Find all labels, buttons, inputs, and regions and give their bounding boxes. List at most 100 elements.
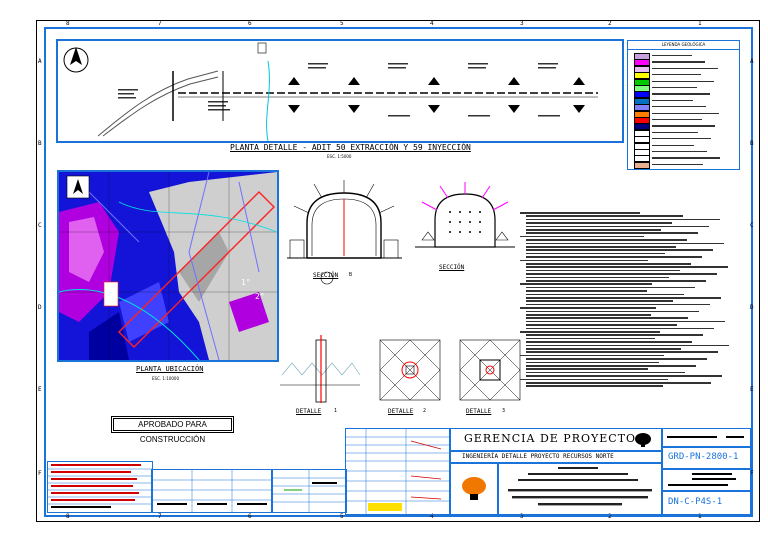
- legend-text-stroke: [652, 99, 693, 101]
- column-number: 7: [158, 513, 162, 520]
- note-text-stroke: [526, 222, 672, 224]
- legend-row: [634, 59, 734, 67]
- note-text-stroke: [520, 378, 668, 381]
- code-top-cell: GRD-PN-2800-1: [661, 446, 751, 470]
- approved-for-construction-stamp: APROBADO PARA CONSTRUCCIÓN: [111, 416, 234, 444]
- note-text-stroke: [526, 297, 721, 299]
- legend-text-stroke: [652, 106, 706, 108]
- note-text-stroke: [526, 320, 725, 323]
- note-text-stroke: [526, 280, 706, 282]
- row-letter: E: [38, 386, 42, 393]
- detail-2-number: 2: [423, 408, 427, 414]
- drawing-title-cell: [497, 462, 663, 515]
- detail-2-label: DETALLE: [388, 408, 414, 415]
- location-map-drawing: [59, 172, 277, 360]
- north-arrow-icon: [63, 47, 89, 73]
- note-text-stroke: [520, 283, 652, 285]
- plan-detail-view: [56, 39, 624, 143]
- note-text-stroke: [526, 365, 696, 367]
- note-text-stroke: [526, 368, 648, 370]
- location-scale: ESC. 1:10000: [152, 376, 180, 381]
- note-text-stroke: [520, 235, 644, 238]
- note-text-stroke: [526, 382, 711, 384]
- legend-text-stroke: [652, 61, 705, 63]
- legend-text-stroke: [652, 93, 710, 95]
- location-title: PLANTA UBICACIÓN: [136, 365, 204, 373]
- revision-table: [47, 461, 153, 513]
- note-text-stroke: [526, 324, 677, 326]
- note-text-stroke: [526, 229, 661, 231]
- note-text-stroke: [526, 232, 698, 234]
- reference-table: [151, 469, 273, 513]
- note-text-stroke: [526, 239, 687, 241]
- project-line-row: INGENIERÍA DETALLE PROYECTO RECURSOS NOR…: [449, 450, 663, 464]
- legend-row: [634, 85, 734, 92]
- legend-text-stroke: [652, 138, 711, 140]
- code-top: GRD-PN-2800-1: [668, 452, 739, 462]
- note-text-stroke: [526, 242, 724, 245]
- legend-text-stroke: [652, 157, 720, 159]
- column-number: 3: [520, 20, 524, 27]
- detail-3-label: DETALLE: [466, 408, 492, 415]
- note-text-stroke: [526, 303, 710, 306]
- legend-row: [634, 142, 734, 150]
- map-label-2: 2°: [255, 292, 265, 301]
- row-letter: C: [750, 222, 754, 229]
- location-map: 1° 2°: [57, 170, 279, 362]
- legend-text-stroke: [652, 119, 702, 121]
- note-text-stroke: [526, 225, 709, 228]
- note-text-stroke: [520, 331, 660, 333]
- row-letter: B: [38, 140, 42, 147]
- map-label-1: 1°: [241, 278, 251, 287]
- row-letter: C: [38, 222, 42, 229]
- detail-1-label: DETALLE: [296, 408, 322, 415]
- note-text-stroke: [526, 269, 680, 272]
- row-letter: D: [750, 304, 754, 311]
- row-letter: E: [750, 386, 754, 393]
- note-text-stroke: [520, 212, 640, 214]
- company-logo-icon: [635, 433, 651, 447]
- column-number: 1: [698, 513, 702, 520]
- column-number: 3: [520, 513, 524, 520]
- legend-text-stroke: [652, 131, 698, 133]
- note-text-stroke: [526, 290, 647, 292]
- plan-detail-scale: ESC. 1:5000: [327, 154, 352, 159]
- legend-text-stroke: [652, 80, 714, 82]
- note-text-stroke: [520, 259, 648, 262]
- note-text-stroke: [526, 337, 655, 340]
- legend-text-stroke: [652, 151, 707, 153]
- detail-2-figure: [379, 339, 441, 401]
- row-letter: B: [750, 140, 754, 147]
- geologic-legend: LEYENDA GEOLÓGICA: [627, 40, 740, 170]
- legend-row: [634, 136, 734, 144]
- row-letter: F: [750, 470, 754, 477]
- row-letter: A: [38, 58, 42, 65]
- legend-row: [634, 155, 734, 163]
- column-number: 6: [248, 20, 252, 27]
- legend-row: [634, 129, 734, 137]
- note-text-stroke: [526, 371, 685, 374]
- legend-title: LEYENDA GEOLÓGICA: [628, 41, 739, 50]
- code-mid-cell: [661, 468, 751, 492]
- legend-row: [634, 161, 734, 169]
- legend-row: [634, 97, 734, 105]
- project-line: INGENIERÍA DETALLE PROYECTO RECURSOS NOR…: [462, 453, 614, 460]
- inner-frame: [44, 27, 753, 517]
- code-bottom-cell: DN-C-P4S-1: [661, 490, 751, 515]
- column-number: 4: [430, 513, 434, 520]
- column-number: 8: [66, 20, 70, 27]
- note-text-stroke: [526, 317, 688, 319]
- note-text-stroke: [526, 252, 665, 255]
- column-number: 7: [158, 20, 162, 27]
- detail-3-figure: [459, 339, 521, 401]
- note-text-stroke: [526, 385, 663, 387]
- note-text-stroke: [526, 310, 699, 313]
- detail-1-number: 1: [334, 408, 338, 414]
- company-name: GERENCIA DE PROYECTOS: [464, 432, 645, 445]
- row-letter: A: [750, 58, 754, 65]
- note-text-stroke: [526, 276, 669, 279]
- signature-table: [271, 469, 347, 513]
- north-arrow-icon: [66, 175, 90, 199]
- outer-frame: [36, 20, 760, 522]
